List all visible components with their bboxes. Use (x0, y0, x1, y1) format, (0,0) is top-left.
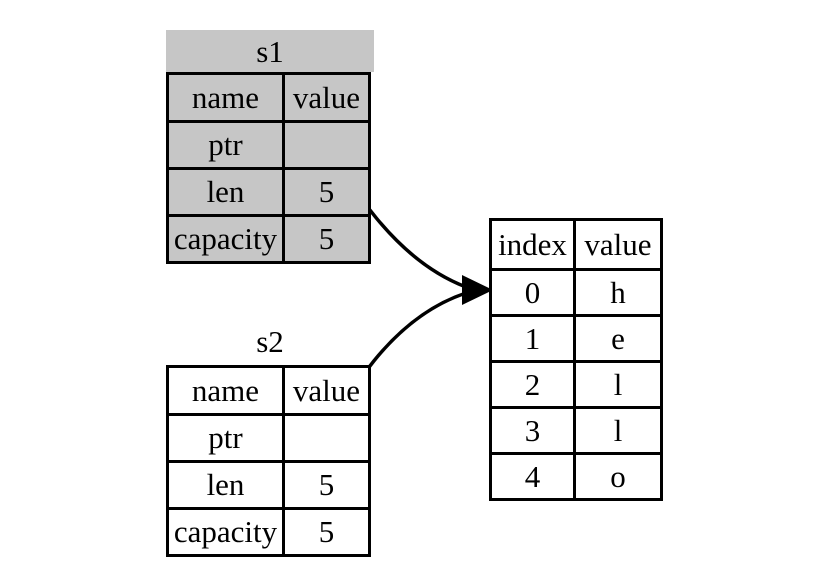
s1-ptr-name-cell: ptr (166, 120, 285, 170)
heap-header-index-cell: index (489, 218, 576, 271)
heap-value-cell: h (573, 268, 663, 317)
s2-ptr-name-cell: ptr (166, 413, 285, 463)
heap-row-3: 3 l (489, 406, 663, 455)
heap-buffer: index value 0 h 1 e 2 l 3 l (489, 218, 663, 501)
s1-row-capacity: capacity 5 (166, 214, 371, 264)
s1-struct: s1 name value ptr len 5 capacity 5 (166, 30, 374, 264)
s2-title: s2 (256, 324, 284, 359)
s2-table: name value ptr len 5 capacity 5 (166, 365, 371, 557)
s1-ptr-value-cell (282, 120, 371, 170)
s2-ptr-value-cell (282, 413, 371, 463)
s2-header-name-cell: name (166, 365, 285, 416)
s2-capacity-value-cell: 5 (282, 507, 371, 557)
heap-row-4: 4 o (489, 452, 663, 501)
heap-header-row: index value (489, 218, 663, 271)
heap-header-value-cell: value (573, 218, 663, 271)
s1-len-value-cell: 5 (282, 167, 371, 217)
heap-index-cell: 0 (489, 268, 576, 317)
s1-header-row: name value (166, 72, 371, 123)
heap-index-cell: 1 (489, 314, 576, 363)
heap-row-0: 0 h (489, 268, 663, 317)
s1-header-value-cell: value (282, 72, 371, 123)
s2-row-ptr: ptr (166, 413, 371, 463)
heap-index-cell: 4 (489, 452, 576, 501)
s2-capacity-name-cell: capacity (166, 507, 285, 557)
s2-len-value-cell: 5 (282, 460, 371, 510)
heap-table: index value 0 h 1 e 2 l 3 l (489, 218, 663, 501)
s1-row-len: len 5 (166, 167, 371, 217)
s1-len-name-cell: len (166, 167, 285, 217)
s1-capacity-name-cell: capacity (166, 214, 285, 264)
heap-value-cell: o (573, 452, 663, 501)
s1-title: s1 (166, 30, 374, 72)
s2-row-capacity: capacity 5 (166, 507, 371, 557)
heap-row-2: 2 l (489, 360, 663, 409)
s1-header-name-cell: name (166, 72, 285, 123)
heap-index-cell: 2 (489, 360, 576, 409)
s2-struct: s2 name value ptr len 5 capacity 5 (166, 318, 374, 557)
heap-value-cell: e (573, 314, 663, 363)
s1-row-ptr: ptr (166, 120, 371, 170)
s1-capacity-value-cell: 5 (282, 214, 371, 264)
s1-table: name value ptr len 5 capacity 5 (166, 72, 371, 264)
s2-len-name-cell: len (166, 460, 285, 510)
heap-index-cell: 3 (489, 406, 576, 455)
heap-row-1: 1 e (489, 314, 663, 363)
heap-value-cell: l (573, 406, 663, 455)
s2-row-len: len 5 (166, 460, 371, 510)
s2-header-value-cell: value (282, 365, 371, 416)
s2-header-row: name value (166, 365, 371, 416)
heap-value-cell: l (573, 360, 663, 409)
